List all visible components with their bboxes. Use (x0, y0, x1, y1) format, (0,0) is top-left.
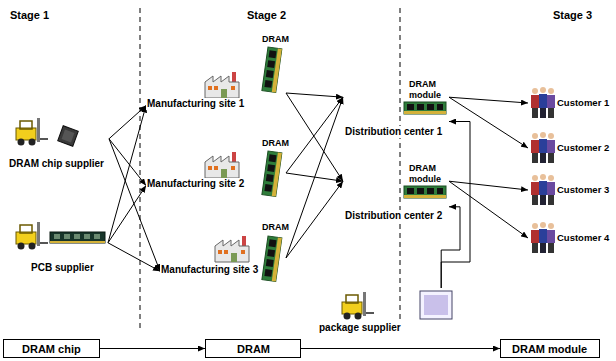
node-label: Manufacturing site 2 (146, 178, 245, 190)
product-label: DRAM (262, 222, 289, 233)
forklift-icon (16, 118, 48, 146)
factory-icon (205, 152, 239, 178)
flow-arrow (449, 97, 528, 148)
node-label: Distribution center 2 (344, 210, 443, 222)
product-label: DRAM (262, 138, 289, 149)
node-label: DRAM (236, 343, 271, 355)
chip-icon (58, 126, 79, 147)
flow-arrow (441, 207, 460, 288)
customer-node: Customer 4 (528, 220, 614, 256)
node-label: Customer 4 (556, 232, 610, 244)
customer-node: Customer 2 (528, 130, 614, 166)
dram-module-icon (404, 186, 446, 198)
dram-stick-icon (262, 236, 282, 282)
customer-icon (531, 222, 555, 253)
flow-arrow (441, 122, 470, 289)
dram-stick-icon (262, 151, 282, 197)
stage-label: Stage 3 (553, 10, 592, 21)
product-label: DRAM module (409, 79, 449, 101)
flow-arrow (286, 181, 343, 258)
flow-arrow (109, 106, 146, 139)
product-box: DRAM module (500, 339, 600, 358)
customer-node: Customer 3 (528, 172, 614, 208)
node-label: DRAM chip supplier (8, 158, 105, 170)
node-label: Customer 1 (556, 97, 610, 109)
product-label: DRAM module (409, 163, 449, 185)
node-label: DRAM chip (21, 343, 82, 355)
pcb-icon (50, 232, 105, 243)
product-box: DRAM chip (3, 339, 100, 358)
factory-icon (215, 236, 249, 262)
forklift-icon (342, 292, 374, 320)
node-label: Manufacturing site 3 (160, 264, 259, 276)
forklift-icon (16, 222, 48, 250)
manufacturing-node: Manufacturing site 2 (146, 152, 286, 194)
stage-label: Stage 1 (10, 10, 49, 21)
flow-arrow (449, 97, 528, 103)
node-label: package supplier (318, 322, 402, 334)
flow-arrow (286, 97, 343, 173)
node-label: Customer 2 (556, 142, 610, 154)
node-label: Distribution center 1 (344, 126, 443, 138)
product-box: DRAM (205, 339, 301, 358)
customer-icon (531, 87, 555, 118)
manufacturing-node: Manufacturing site 3 (160, 236, 286, 280)
customer-node: Customer 1 (528, 85, 614, 121)
node-label: Customer 3 (556, 184, 610, 196)
flow-arrow (108, 186, 146, 243)
flow-arrow (100, 348, 205, 349)
stage-divider (140, 8, 141, 330)
package-icon (420, 291, 452, 319)
stage-label: Stage 2 (247, 10, 286, 21)
dram-module-icon (404, 102, 446, 114)
flow-arrow (109, 139, 146, 186)
flow-arrow (109, 139, 160, 271)
supplier-node: PCB supplier (8, 222, 108, 274)
flow-arrow (286, 97, 343, 258)
stage-divider (400, 8, 401, 330)
manufacturing-node: Manufacturing site 1 (146, 72, 286, 114)
node-label: PCB supplier (30, 262, 95, 274)
flow-arrow (449, 181, 528, 238)
flow-arrow (449, 181, 528, 190)
flow-arrow (286, 93, 343, 181)
flow-arrow (108, 106, 146, 243)
supplier-node: DRAM chip supplier (8, 118, 109, 170)
flow-arrow (286, 93, 343, 97)
dram-stick-icon (262, 47, 282, 93)
flow-arrow (108, 243, 160, 271)
factory-icon (205, 72, 239, 98)
supplier-node: package supplier (318, 288, 458, 336)
node-label: Manufacturing site 1 (146, 98, 245, 110)
customer-icon (531, 174, 555, 205)
node-label: DRAM module (511, 343, 588, 355)
flow-arrow (301, 348, 500, 349)
product-label: DRAM (262, 34, 289, 45)
customer-icon (531, 132, 555, 163)
